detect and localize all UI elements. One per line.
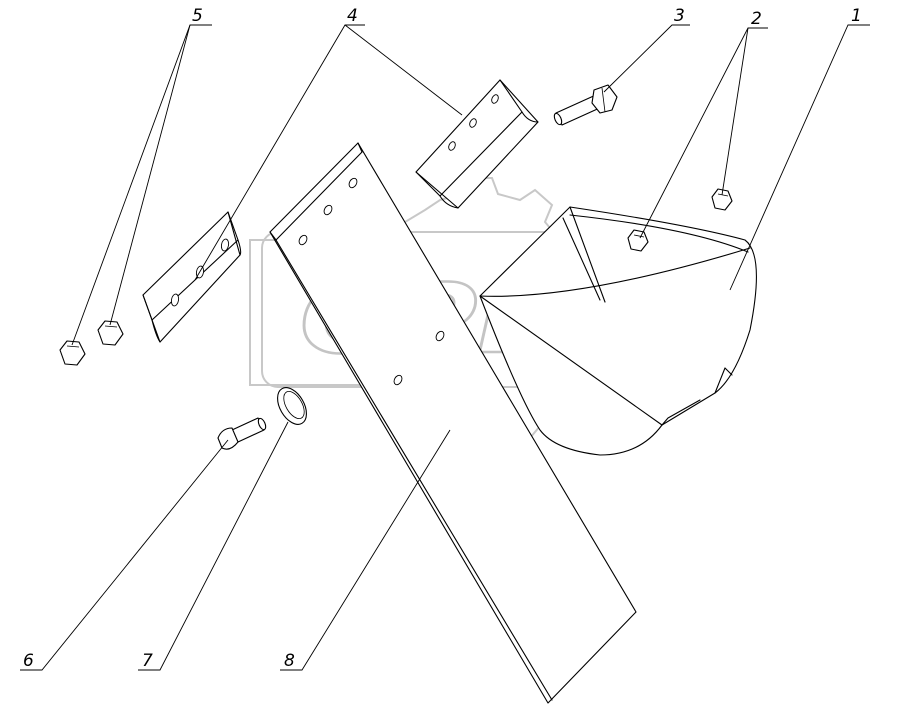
- part-2-nut-lower: [627, 229, 649, 252]
- callout-5: 5: [192, 6, 203, 26]
- leader-4b: [344, 24, 463, 116]
- part-8-plate: [269, 142, 637, 704]
- leader-2: [639, 27, 768, 239]
- part-1-scoop: [479, 206, 757, 456]
- callout-2: 2: [751, 9, 762, 29]
- leader-lines: [20, 24, 870, 671]
- leader-1: [729, 24, 870, 291]
- callouts: 1 2 3 4 5 6 7 8: [23, 6, 862, 671]
- part-4-strip-left: [142, 211, 242, 343]
- callout-1: 1: [851, 6, 862, 26]
- part-3-bolt: [553, 84, 618, 126]
- leader-3: [603, 24, 690, 93]
- leader-2b: [721, 27, 749, 196]
- part-5-nut-right: [97, 320, 124, 346]
- part-5-nut-left: [59, 340, 86, 366]
- callout-3: 3: [674, 6, 685, 26]
- leader-5b: [109, 24, 191, 326]
- part-4-strip-upper: [415, 79, 539, 209]
- callout-4: 4: [347, 6, 358, 26]
- callout-6: 6: [23, 651, 34, 671]
- callout-8: 8: [284, 651, 295, 671]
- callout-7: 7: [142, 651, 153, 671]
- leader-7: [138, 421, 289, 671]
- leader-6: [20, 439, 229, 671]
- part-7-ring: [277, 387, 307, 425]
- part-6-bolt: [217, 417, 267, 450]
- leader-8: [280, 429, 451, 671]
- part-2-nut-upper: [711, 188, 733, 211]
